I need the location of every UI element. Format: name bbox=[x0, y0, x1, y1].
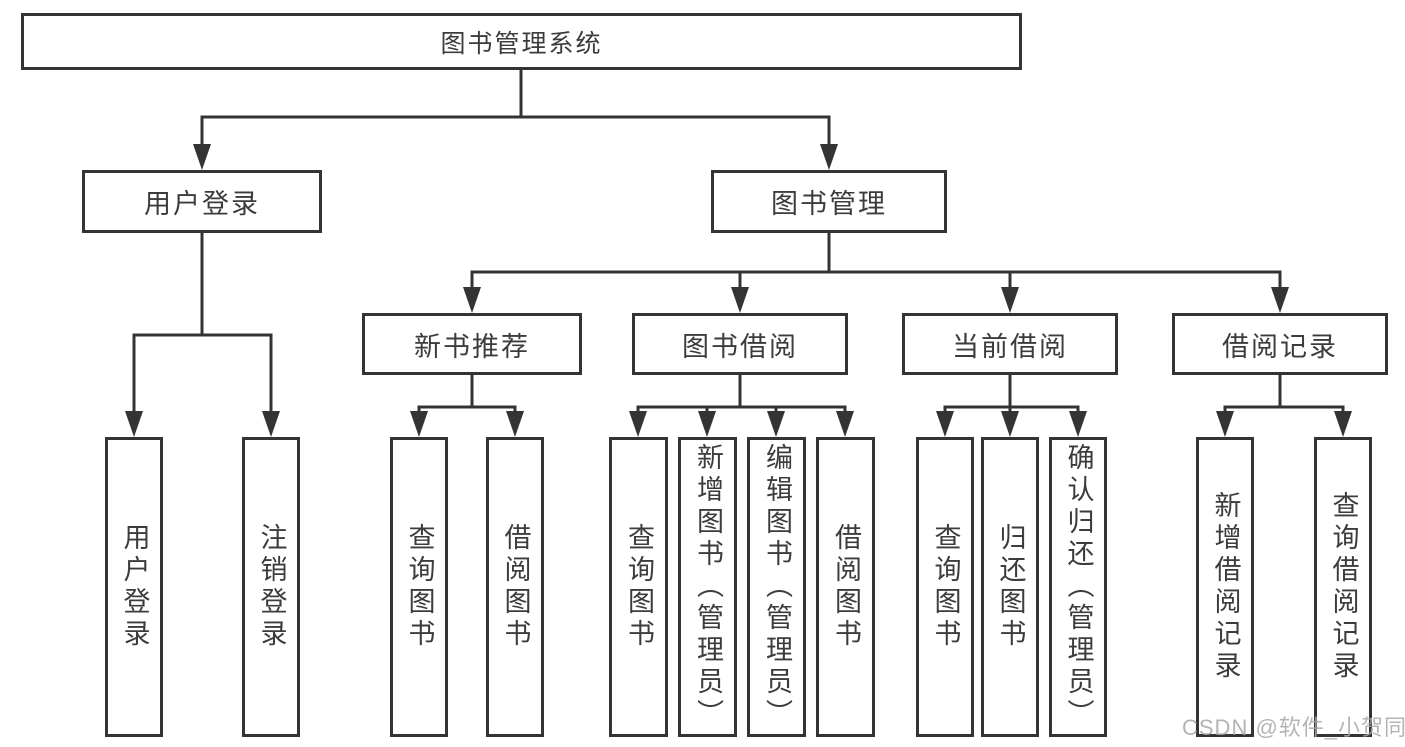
leaf-cb-query-books: 查询图书 bbox=[916, 437, 974, 737]
node-label: 当前借阅 bbox=[952, 331, 1068, 362]
node-new-book-recommend: 新书推荐 bbox=[362, 313, 582, 375]
leaf-nbr-query-books: 查询图书 bbox=[390, 437, 448, 737]
node-user-login: 用户登录 bbox=[82, 170, 322, 233]
node-book-management: 图书管理 bbox=[711, 170, 947, 233]
node-label: 新增借阅记录 bbox=[1210, 491, 1241, 683]
node-label: 编辑图书（管理员） bbox=[762, 443, 792, 731]
leaf-logout: 注销登录 bbox=[242, 437, 300, 737]
leaf-user-login: 用户登录 bbox=[105, 437, 163, 737]
leaf-bb-query-books: 查询图书 bbox=[609, 437, 668, 737]
node-label: 借阅记录 bbox=[1222, 331, 1338, 362]
node-current-borrowing: 当前借阅 bbox=[902, 313, 1118, 375]
node-label: 用户登录 bbox=[119, 523, 150, 651]
node-label: 借阅图书 bbox=[500, 523, 531, 651]
node-label: 查询图书 bbox=[404, 523, 435, 651]
node-label: 图书借阅 bbox=[682, 331, 798, 362]
node-label: 查询借阅记录 bbox=[1328, 491, 1359, 683]
leaf-bb-borrow-books: 借阅图书 bbox=[816, 437, 875, 737]
node-label: 新增图书（管理员） bbox=[693, 443, 723, 731]
node-label: 归还图书 bbox=[995, 523, 1026, 651]
node-label: 用户登录 bbox=[144, 189, 260, 219]
leaf-br-query-borrow-record: 查询借阅记录 bbox=[1314, 437, 1372, 737]
leaf-nbr-borrow-books: 借阅图书 bbox=[486, 437, 544, 737]
node-label: 查询图书 bbox=[624, 523, 654, 651]
node-label: 注销登录 bbox=[256, 523, 287, 651]
node-library-management-system: 图书管理系统 bbox=[21, 13, 1022, 70]
csdn-watermark: CSDN @软件_小贺同学 bbox=[1182, 715, 1405, 740]
leaf-br-add-borrow-record: 新增借阅记录 bbox=[1196, 437, 1254, 737]
node-label: 确认归还（管理员） bbox=[1063, 443, 1094, 731]
node-book-borrowing: 图书借阅 bbox=[632, 313, 848, 375]
node-label: 借阅图书 bbox=[831, 523, 861, 651]
leaf-bb-add-books-admin: 新增图书（管理员） bbox=[678, 437, 737, 737]
leaf-bb-edit-books-admin: 编辑图书（管理员） bbox=[747, 437, 806, 737]
node-label: 图书管理 bbox=[771, 189, 887, 219]
leaf-cb-confirm-return-admin: 确认归还（管理员） bbox=[1049, 437, 1107, 737]
node-label: 图书管理系统 bbox=[440, 29, 603, 58]
node-label: 查询图书 bbox=[930, 523, 961, 651]
leaf-cb-return-books: 归还图书 bbox=[981, 437, 1039, 737]
node-label: 新书推荐 bbox=[414, 331, 530, 362]
node-borrowing-records: 借阅记录 bbox=[1172, 313, 1388, 375]
